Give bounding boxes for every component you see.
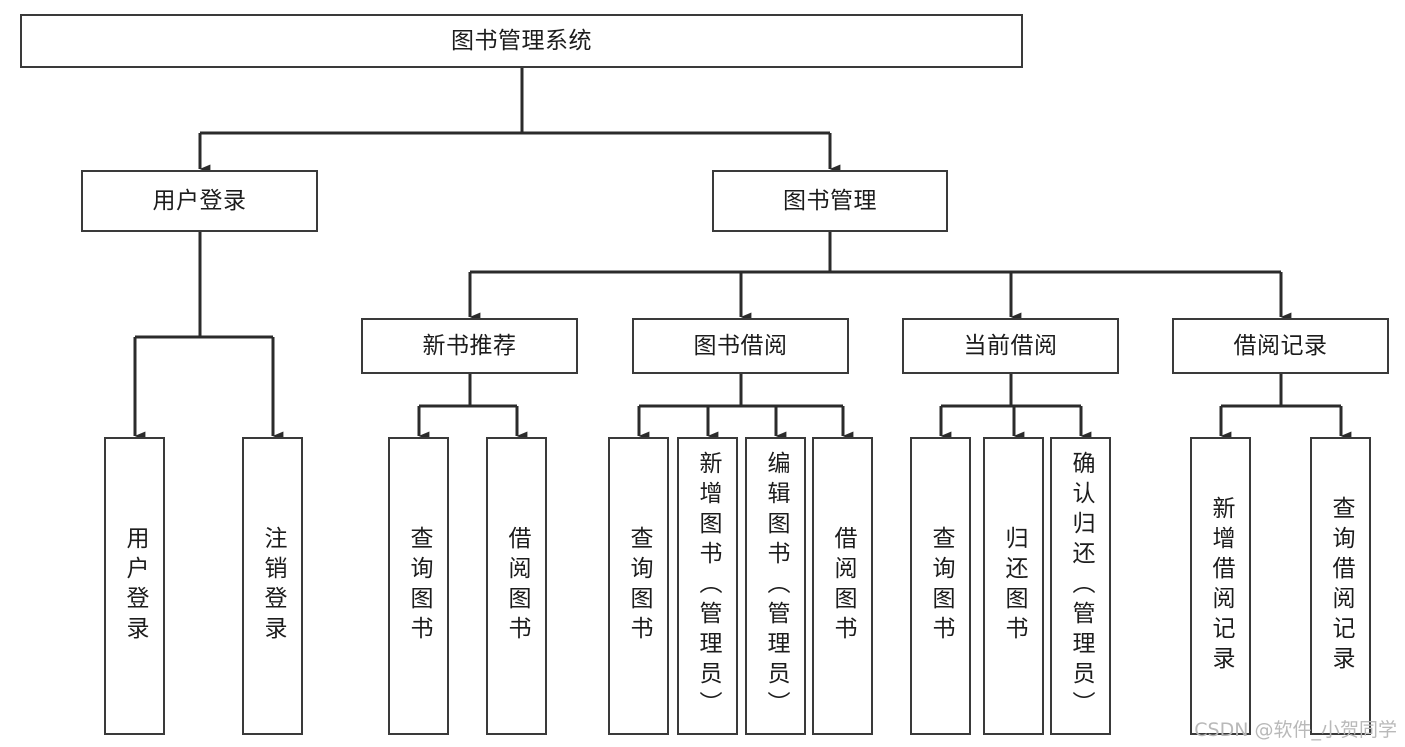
leaf-query-book-recommend[interactable]: 查询图书 [388,437,449,735]
node-label: 确认归还（管理员） [1068,451,1094,721]
leaf-return-book[interactable]: 归还图书 [983,437,1044,735]
leaf-confirm-return-admin[interactable]: 确认归还（管理员） [1050,437,1111,735]
node-new-book-recommend[interactable]: 新书推荐 [361,318,578,374]
node-label: 用户登录 [122,526,148,646]
watermark: CSDN @软件_小贺同学 [1194,719,1397,741]
leaf-add-borrow-record[interactable]: 新增借阅记录 [1190,437,1251,735]
node-label: 图书借阅 [693,332,788,359]
node-label: 查询借阅记录 [1328,496,1354,676]
node-label: 查询图书 [406,526,432,646]
node-label: 新书推荐 [422,332,517,359]
node-label: 图书管理 [783,187,877,214]
node-label: 图书管理系统 [451,27,592,54]
leaf-query-borrow-record[interactable]: 查询借阅记录 [1310,437,1371,735]
node-label: 新增借阅记录 [1208,496,1234,676]
node-label: 借阅图书 [830,526,856,646]
node-label: 当前借阅 [963,332,1058,359]
leaf-borrow-book[interactable]: 借阅图书 [812,437,873,735]
node-label: 借阅记录 [1233,332,1328,359]
leaf-query-book-borrow[interactable]: 查询图书 [608,437,669,735]
leaf-add-book-admin[interactable]: 新增图书（管理员） [677,437,738,735]
node-root[interactable]: 图书管理系统 [20,14,1023,68]
node-label: 用户登录 [152,187,247,214]
leaf-user-login[interactable]: 用户登录 [104,437,165,735]
node-book-borrow[interactable]: 图书借阅 [632,318,849,374]
node-label: 注销登录 [260,526,286,646]
leaf-edit-book-admin[interactable]: 编辑图书（管理员） [745,437,806,735]
leaf-query-book-current[interactable]: 查询图书 [910,437,971,735]
leaf-logout[interactable]: 注销登录 [242,437,303,735]
node-label: 借阅图书 [504,526,530,646]
node-book-management[interactable]: 图书管理 [712,170,948,232]
node-label: 编辑图书（管理员） [763,451,789,721]
node-label: 新增图书（管理员） [695,451,721,721]
node-current-borrow[interactable]: 当前借阅 [902,318,1119,374]
node-label: 查询图书 [626,526,652,646]
node-label: 查询图书 [928,526,954,646]
node-user-login[interactable]: 用户登录 [81,170,318,232]
node-borrow-record[interactable]: 借阅记录 [1172,318,1389,374]
node-label: 归还图书 [1001,526,1027,646]
leaf-borrow-book-recommend[interactable]: 借阅图书 [486,437,547,735]
